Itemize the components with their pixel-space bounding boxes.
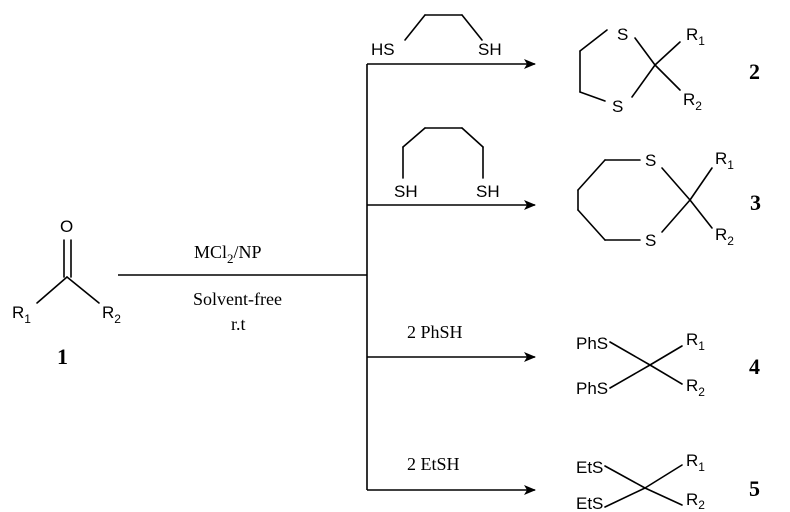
product-2-r2: R2	[683, 90, 702, 113]
product-2-s-bottom: S	[612, 97, 623, 116]
reagent-1-hs-label: HS	[371, 40, 395, 59]
reactant-number: 1	[57, 344, 68, 369]
branch-3: 2 PhSH PhS PhS R1 R2 4	[367, 322, 760, 399]
reagent-ethanedithiol: HS SH	[371, 14, 502, 59]
reagent-4-label: 2 EtSH	[407, 454, 460, 474]
product-dithiolane: S S R1 R2	[579, 25, 705, 116]
condition-solvent: Solvent-free	[193, 289, 282, 309]
product-dithioacetal-et: EtS EtS R1 R2	[576, 451, 705, 512]
product-3-r1: R1	[715, 149, 734, 172]
product-4-s-bottom: PhS	[576, 379, 608, 398]
product-3-s-bottom: S	[645, 231, 656, 250]
reagent-propanedithiol: SH SH	[394, 127, 500, 201]
reactant-r1-label: R1	[12, 303, 31, 326]
reagent-2-sh-right: SH	[476, 182, 500, 201]
product-dithioacetal-ph: PhS PhS R1 R2	[576, 330, 705, 399]
product-5-s-top: EtS	[576, 458, 603, 477]
reactant-ketone: O R1 R2 1	[12, 217, 121, 369]
product-dithiane: S S R1 R2	[577, 149, 734, 250]
reagent-1-sh-label: SH	[478, 40, 502, 59]
reagent-2-sh-left: SH	[394, 182, 418, 201]
product-3-number: 3	[750, 190, 761, 215]
reactant-r2-label: R2	[102, 303, 121, 326]
product-2-r1: R1	[686, 25, 705, 48]
product-4-r2: R2	[686, 376, 705, 399]
branch-1: HS SH S S R1 R2 2	[367, 14, 760, 116]
product-3-s-top: S	[645, 151, 656, 170]
branch-4: 2 EtSH EtS EtS R1 R2 5	[367, 451, 760, 512]
condition-catalyst: MCl2/NP	[194, 242, 262, 266]
product-3-r2: R2	[715, 225, 734, 248]
branch-2: SH SH S S R1 R2 3	[367, 127, 761, 250]
product-4-r1: R1	[686, 330, 705, 353]
product-4-s-top: PhS	[576, 334, 608, 353]
product-2-number: 2	[749, 59, 760, 84]
product-5-r2: R2	[686, 490, 705, 512]
product-5-number: 5	[749, 476, 760, 501]
product-2-s-top: S	[617, 25, 628, 44]
product-4-number: 4	[749, 354, 760, 379]
condition-temperature: r.t	[231, 314, 246, 334]
reagent-3-label: 2 PhSH	[407, 322, 463, 342]
product-5-s-bottom: EtS	[576, 494, 603, 512]
product-5-r1: R1	[686, 451, 705, 474]
reaction-conditions: MCl2/NP Solvent-free r.t	[118, 242, 367, 334]
reactant-oxygen-label: O	[60, 217, 73, 236]
